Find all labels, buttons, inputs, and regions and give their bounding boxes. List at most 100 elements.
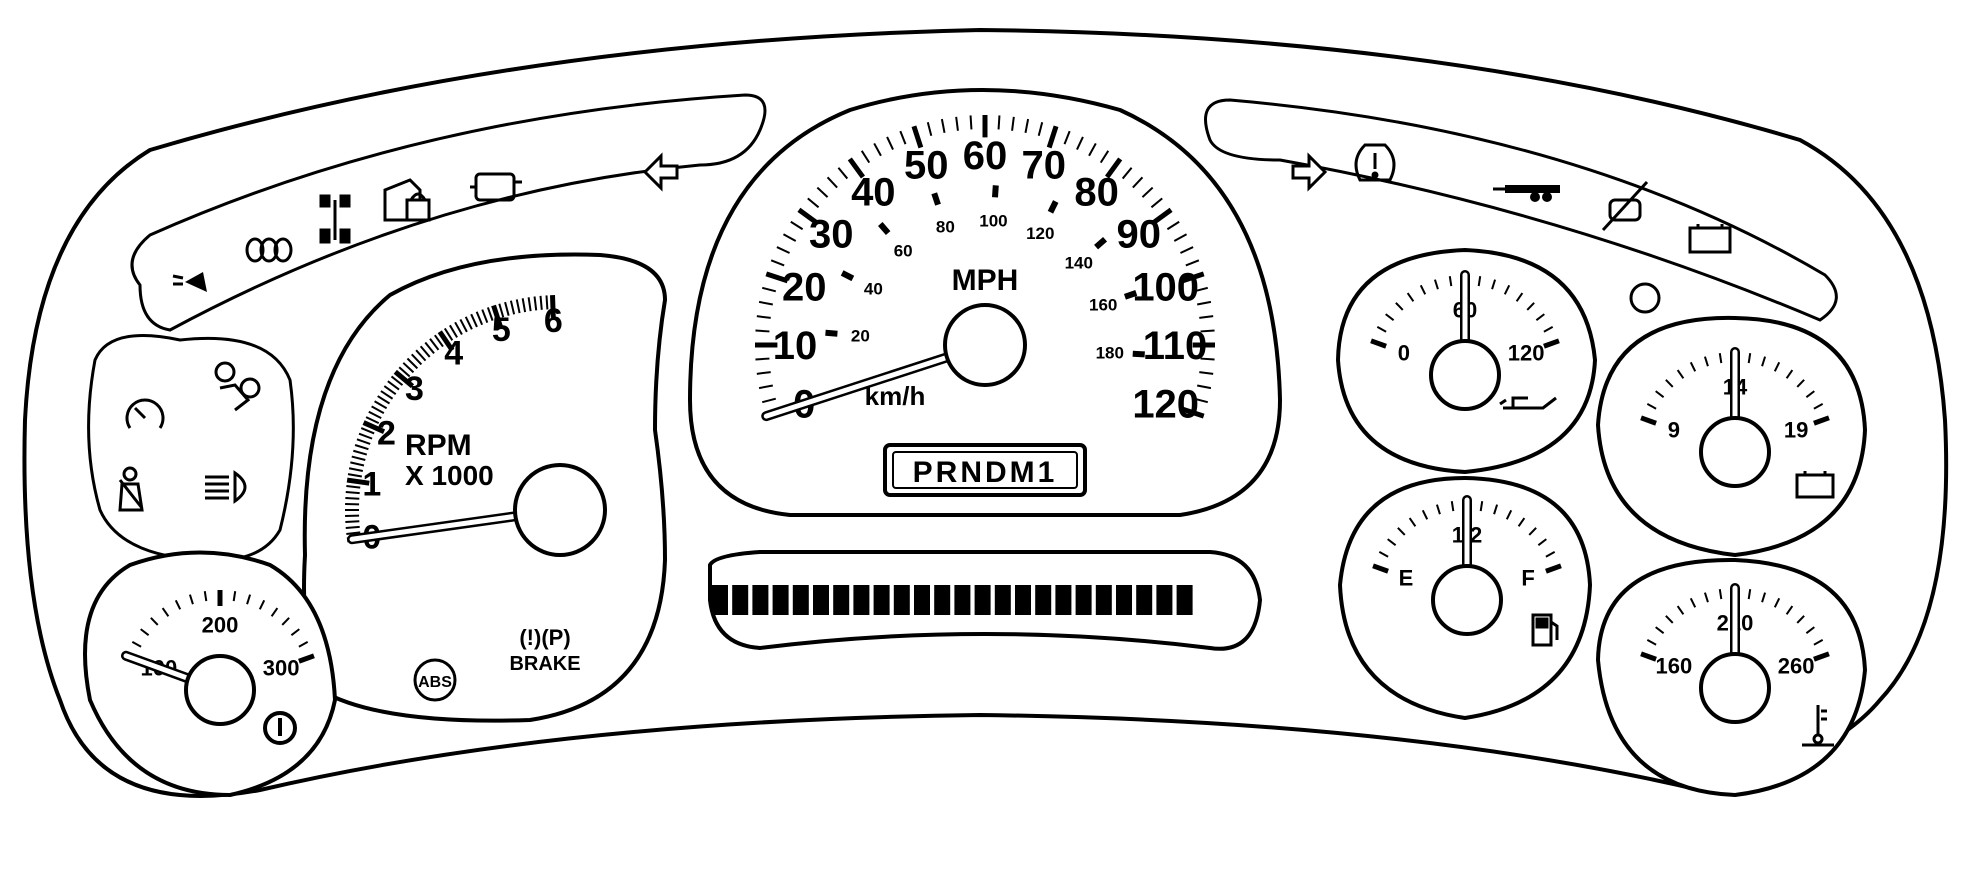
kmh-label: 20 [851,326,870,345]
dial-tick [873,142,882,157]
dial-tick [1105,157,1123,179]
fuel-pump-icon [1531,613,1559,647]
headlamp-icon [172,272,207,292]
dial-tick [539,295,543,310]
dial-tick [459,319,468,333]
dial-tick [770,259,785,267]
dial-hub [1699,416,1771,488]
dial-tick [258,599,266,610]
dial-tick [449,324,458,338]
dial-tick [415,349,427,362]
dial-tick [1150,197,1163,209]
dial-tick [997,115,1001,130]
dial-tick [1526,302,1535,311]
dial-tick [131,641,142,648]
dial-tick [380,390,394,400]
dial-tick [1813,651,1830,662]
dic-segment [1116,585,1132,615]
dial-tick [1200,329,1215,333]
dial-label: 5 [492,311,511,349]
kmh-label: 180 [1096,343,1124,362]
dic-segment [1176,585,1193,615]
dial-tick [1689,361,1697,372]
dial-tick [1376,326,1387,333]
dial-tick [1537,538,1547,547]
dial-tick [1805,626,1815,635]
dial-tick [1528,527,1537,536]
dial-tick [1199,371,1214,375]
voltmeter-gauge: 91419 [1640,347,1830,488]
dic-segment [893,585,910,615]
right-turn-arrow-icon[interactable] [1291,152,1328,192]
dic-segment [1136,585,1153,615]
dial-tick [1545,563,1562,574]
dial-tick [926,121,933,137]
dial-tick [383,385,397,395]
dial-tick [1813,639,1824,646]
dial-tick [351,455,366,461]
dial-tick [1378,551,1389,558]
dial-tick [390,375,404,386]
dial-tick [761,286,777,293]
dial-tick [398,366,411,378]
dial-label: 3 [405,370,424,408]
dic-segment [1075,585,1092,615]
dial-tick [1063,130,1071,145]
dic-segment [792,585,809,615]
dial-label: 90 [1116,212,1161,256]
dial-tick [362,420,386,434]
dial-tick [755,329,770,333]
brake-label: BRAKE [509,653,580,675]
left-lamp-pod [87,334,295,563]
dial-tick [1180,246,1194,254]
tow-haul-icon [245,237,293,263]
dial-label: F [1521,565,1534,590]
dial-tick [1141,186,1154,198]
dial-tick [1166,220,1180,231]
dial-tick [298,641,309,648]
dial-tick [374,400,388,410]
dial-tick [371,405,385,415]
kmh-tick [1094,236,1108,250]
dial-tick [443,327,454,341]
mph-unit-label: MPH [952,264,1019,297]
dial-tick [1689,597,1697,608]
dial-tick [203,591,208,602]
dial-tick [481,309,489,323]
dial-tick [1545,551,1556,558]
kmh-label: 100 [979,211,1007,230]
dial-tick [353,449,368,456]
left-turn-arrow-icon[interactable] [642,152,679,192]
dic-segment [712,585,728,615]
prndl-text: PRNDM1 [913,456,1058,489]
dial-label: 100 [1132,265,1199,309]
dial-tick [1718,589,1723,600]
dial-tick [1785,369,1794,379]
dial-tick [761,397,777,404]
trans-temp-icon [263,711,297,745]
kmh-tick [1132,350,1145,358]
dial-tick [940,118,946,134]
dial-tick [1088,142,1097,157]
dial-tick [475,311,484,326]
dic-segment [914,585,930,615]
dial-tick [345,525,360,529]
dial-tick [188,594,194,605]
dial-tick [837,167,849,180]
dial-tick [1646,639,1657,646]
dial-hub [184,654,256,726]
tire-pressure-icon [1354,143,1396,182]
dial-tick [368,410,382,420]
dial-tick [356,438,371,445]
dial-tick [1406,292,1415,302]
dial-label: 30 [809,212,854,256]
dial-tick [1185,259,1200,267]
dial-tick [1796,379,1805,388]
dial-tick [1747,589,1752,600]
dial-tick [345,491,360,495]
dial-tick [911,125,924,149]
dial-tick [429,338,440,351]
dial-tick [1387,538,1397,547]
dial-tick [765,271,789,284]
tachometer-housing [302,252,668,723]
